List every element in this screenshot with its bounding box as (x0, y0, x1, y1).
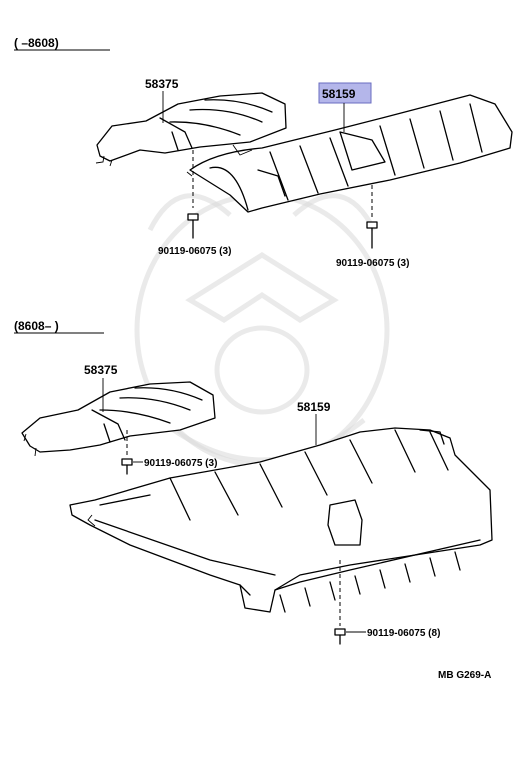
bolt-icon (366, 221, 378, 249)
section-2-part-58159: 58159 (297, 400, 331, 414)
section-2-part-58375: 58375 (84, 363, 118, 377)
bolt-icon (187, 213, 199, 239)
rear-heat-insulator-upper (186, 94, 513, 213)
diagram-code: MB G269-A (438, 670, 491, 681)
section-2-bolt-rear: 90119-06075 (8) (367, 628, 440, 639)
section-2-bolt-front: 90119-06075 (3) (144, 458, 217, 469)
bolt-icon (121, 458, 133, 475)
bolt-icon (334, 628, 346, 645)
section-1-range-label: ( –8608) (14, 36, 59, 50)
section-1-bolt-right: 90119-06075 (3) (336, 258, 409, 269)
section-1-bolt-left: 90119-06075 (3) (158, 246, 231, 257)
section-1-part-58159: 58159 (322, 87, 356, 101)
front-heat-insulator-lower (21, 381, 216, 457)
highlight-box-58159 (318, 82, 372, 104)
rear-heat-insulator-lower (69, 427, 493, 613)
front-heat-insulator-upper (95, 92, 287, 167)
section-2-range-label: (8608– ) (14, 319, 59, 333)
section-1-part-58375: 58375 (145, 77, 179, 91)
